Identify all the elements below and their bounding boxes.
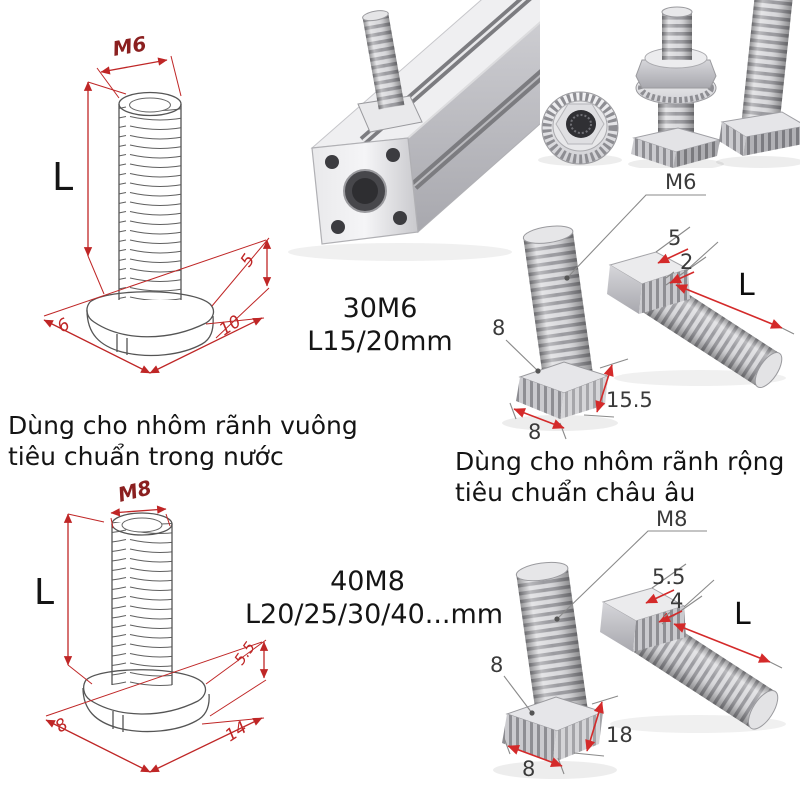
m6-vertical-tbolt xyxy=(516,225,610,419)
caption-domestic-standard: Dùng cho nhôm rãnh vuông tiêu chuẩn tron… xyxy=(8,410,358,472)
diagram-m6-head-length: 10 xyxy=(216,312,245,341)
inserted-tbolt xyxy=(357,10,423,133)
photo-m6-step: 2 xyxy=(680,250,693,274)
m8-bolt-sketch xyxy=(82,512,210,733)
photo-m8-thread-label: M8 xyxy=(656,507,687,531)
caption-left-line2: tiêu chuẩn trong nước xyxy=(8,442,284,471)
photo-m6-panel: M6 5 2 L 8 15.5 8 xyxy=(460,165,800,443)
photo-m8-head-diagonal: 18 xyxy=(606,723,633,747)
photo-m8-head-top: 5.5 xyxy=(652,565,685,589)
diagram-m8-length-label: L xyxy=(34,572,54,613)
m8-dimension-lines xyxy=(45,505,269,773)
tbolt-with-flange-nut xyxy=(631,6,722,168)
diagram-m8-head-width: 8 xyxy=(52,714,72,737)
photo-m8-step: 4 xyxy=(670,589,683,613)
profile-photo-svg xyxy=(288,0,540,261)
product-code-m6-lengths: L15/20mm xyxy=(307,326,453,357)
product-code-m8: 40M8 L20/25/30/40...mm xyxy=(245,565,504,631)
diagram-m6-length-label: L xyxy=(52,155,73,199)
m6-photo-annotations xyxy=(505,194,795,440)
diagram-m8-thread-label: M8 xyxy=(115,480,154,507)
photo-m6-svg: M6 5 2 L 8 15.5 8 xyxy=(492,170,795,443)
photo-m8-length-label: L xyxy=(734,597,751,632)
hardware-photo-panel xyxy=(530,0,800,168)
photo-m8-head-width: 8 xyxy=(522,757,535,781)
diagram-m6-panel: M6 L 5 6 10 xyxy=(0,0,300,410)
plain-tbolt xyxy=(719,0,800,156)
flange-nut xyxy=(541,91,619,165)
photo-m8-panel: M8 5.5 4 L 8 18 8 xyxy=(460,500,800,800)
product-code-m6-code: 30M6 xyxy=(342,293,418,324)
diagram-m8-panel: M8 L 5.5 8 14 xyxy=(0,480,300,800)
diagram-m6-thread-label: M6 xyxy=(111,31,149,61)
hardware-photo-svg xyxy=(538,0,800,168)
photo-m6-head-diagonal: 15.5 xyxy=(606,388,653,412)
m8-photo-annotations xyxy=(503,530,783,775)
diagram-m8-slot-depth: 5.5 xyxy=(231,638,259,668)
profile-photo-panel xyxy=(280,0,540,265)
photo-m6-thread-label: M6 xyxy=(665,170,696,194)
profile-shadow xyxy=(288,243,512,261)
diagram-m8-svg: M8 L 5.5 8 14 xyxy=(34,480,269,773)
product-code-m8-lengths: L20/25/30/40...mm xyxy=(245,599,504,630)
product-code-m8-code: 40M8 xyxy=(330,566,405,597)
photo-m8-svg: M8 5.5 4 L 8 18 8 xyxy=(490,507,786,781)
caption-right-line1: Dùng cho nhôm rãnh rộng xyxy=(455,447,785,476)
photo-m6-head-side: 8 xyxy=(492,316,505,340)
caption-left-line1: Dùng cho nhôm rãnh vuông xyxy=(8,411,358,440)
m6-dimension-lines xyxy=(43,55,272,374)
caption-european-standard: Dùng cho nhôm rãnh rộng tiêu chuẩn châu … xyxy=(455,446,784,508)
m8-lying-tbolt xyxy=(600,587,779,730)
photo-m6-head-top: 5 xyxy=(668,226,681,250)
photo-m6-head-width: 8 xyxy=(528,420,541,443)
caption-right-line2: tiêu chuẩn châu âu xyxy=(455,478,696,507)
product-code-m6: 30M6 L15/20mm xyxy=(290,292,470,358)
photo-m8-head-side: 8 xyxy=(490,653,503,677)
m8-vertical-tbolt xyxy=(502,561,605,763)
photo-m6-length-label: L xyxy=(738,268,755,303)
diagram-m6-svg: M6 L 5 6 10 xyxy=(43,31,272,374)
m6-bolt-sketch xyxy=(86,91,215,357)
